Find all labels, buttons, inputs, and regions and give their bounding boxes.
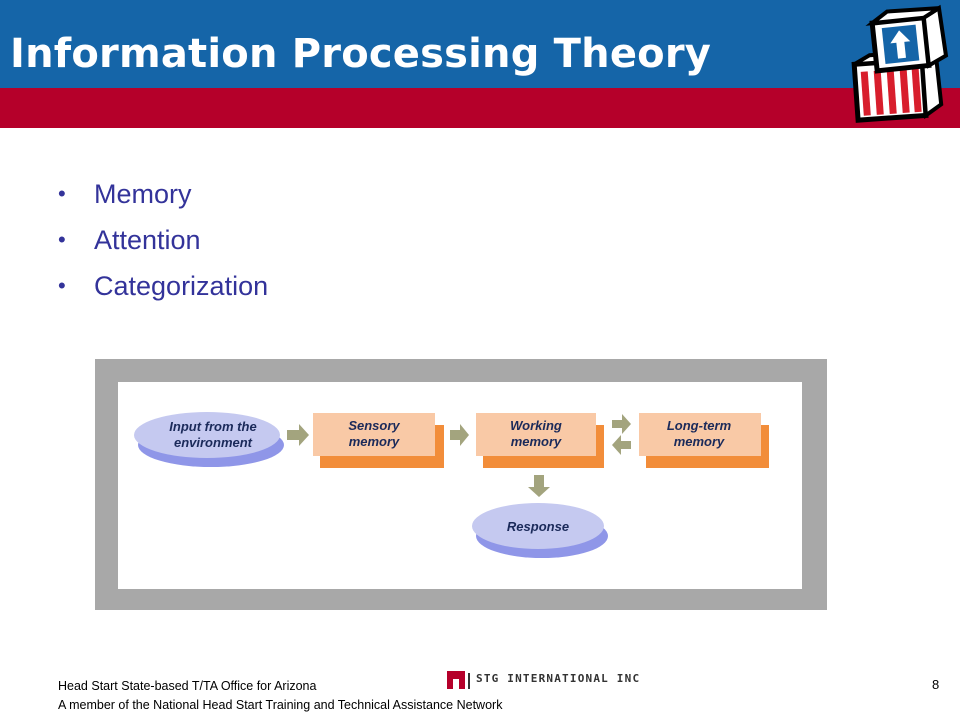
arrow-right-icon — [287, 424, 309, 446]
slide-title: Information Processing Theory — [10, 31, 712, 77]
arrow-right-icon — [612, 414, 631, 434]
header-blue-band — [0, 0, 960, 88]
arrow-down-icon — [528, 475, 550, 497]
bullet-list: • Memory • Attention • Categorization — [58, 174, 268, 312]
bullet-dot: • — [58, 181, 66, 206]
working-label-2: memory — [511, 434, 562, 449]
sensory-label-2: memory — [349, 434, 400, 449]
sensory-label-1: Sensory — [348, 418, 400, 433]
input-oval: Input from the environment — [134, 412, 284, 467]
longterm-label-1: Long-term — [667, 418, 732, 433]
header-red-band — [0, 88, 960, 128]
footer-line-2: A member of the National Head Start Trai… — [58, 698, 503, 712]
bullet-text: Memory — [94, 179, 192, 209]
long-term-memory-box: Long-term memory — [639, 413, 769, 468]
information-processing-diagram: Input from the environment Sensory memor… — [95, 359, 827, 610]
arrow-left-icon — [612, 435, 631, 455]
bullet-text: Categorization — [94, 271, 269, 301]
working-memory-box: Working memory — [476, 413, 604, 468]
response-oval: Response — [472, 503, 608, 558]
longterm-label-2: memory — [674, 434, 725, 449]
response-label: Response — [507, 519, 569, 534]
company-name: STG INTERNATIONAL INC — [476, 672, 641, 685]
stg-logo-icon — [447, 671, 470, 689]
input-label-1: Input from the — [169, 419, 256, 434]
bullet-item: • Attention — [58, 220, 268, 266]
bullet-dot: • — [58, 227, 66, 252]
input-label-2: environment — [174, 435, 253, 450]
page-number: 8 — [932, 677, 940, 692]
bullet-text: Attention — [94, 225, 201, 255]
footer-line-1: Head Start State-based T/TA Office for A… — [58, 679, 317, 693]
footer-text: Head Start State-based T/TA Office for A… — [58, 677, 502, 715]
working-label-1: Working — [510, 418, 562, 433]
head-start-blocks-icon — [851, 4, 949, 123]
arrow-right-icon — [450, 424, 469, 446]
bullet-item: • Memory — [58, 174, 268, 220]
sensory-memory-box: Sensory memory — [313, 413, 444, 468]
bullet-item: • Categorization — [58, 266, 268, 312]
bullet-dot: • — [58, 273, 66, 298]
